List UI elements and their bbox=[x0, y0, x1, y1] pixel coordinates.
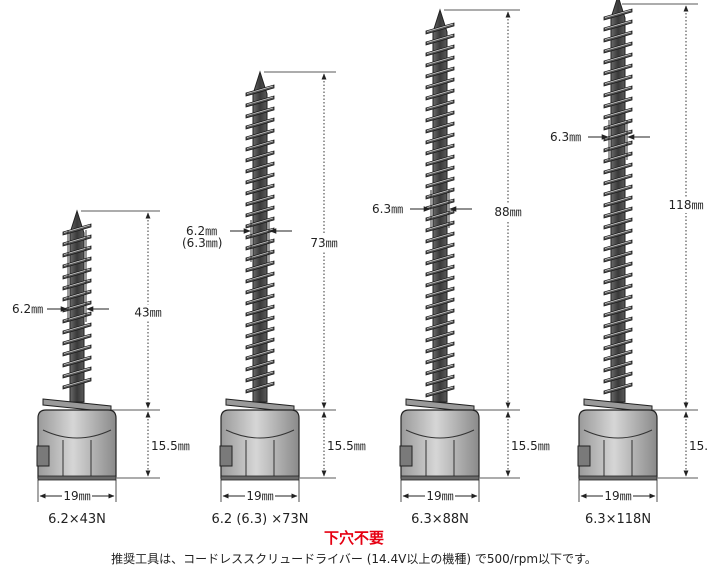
length-label: 88㎜ bbox=[494, 205, 521, 219]
screw-1: 6.2㎜ 43㎜ 15.5㎜ 19㎜ 6.2×43N bbox=[12, 209, 196, 527]
shank-diameter-label: 6.2㎜ bbox=[12, 302, 43, 316]
length-label: 118㎜ bbox=[669, 198, 704, 212]
length-label: 43㎜ bbox=[134, 306, 161, 320]
screw-hex-head bbox=[219, 409, 300, 481]
screw-model-name: 6.3×88N bbox=[411, 512, 469, 527]
screw-hex-head bbox=[577, 409, 658, 481]
screw-threads bbox=[425, 22, 455, 398]
screw-threads bbox=[603, 8, 633, 395]
screw-3: 6.3㎜ 88㎜ 15.5㎜ 19㎜ 6.3×88N bbox=[372, 8, 556, 527]
shank-diameter-label: 6.3㎜ bbox=[372, 202, 403, 216]
head-height-label: 15.5㎜ bbox=[327, 439, 366, 453]
head-width-label: 19㎜ bbox=[604, 489, 631, 503]
head-height-label: 15.5㎜ bbox=[689, 439, 708, 453]
length-label: 73㎜ bbox=[310, 236, 337, 250]
screw-2: 6.2㎜(6.3㎜) 73㎜ 15.5㎜ 19㎜ 6.2 (6.3) ×73N bbox=[182, 70, 372, 527]
no-pilot-hole-note: 下穴不要 bbox=[323, 529, 384, 547]
screw-threads bbox=[245, 84, 275, 394]
screw-4: 6.3㎜ 118㎜ 15.5㎜ 19㎜ 6.3×118N bbox=[550, 0, 708, 527]
shank-diameter-label: 6.3㎜ bbox=[550, 130, 581, 144]
screw-model-name: 6.3×118N bbox=[585, 512, 651, 527]
head-height-label: 15.5㎜ bbox=[151, 439, 190, 453]
head-width-label: 19㎜ bbox=[63, 489, 90, 503]
shank-diameter-label: 6.2㎜ bbox=[186, 224, 217, 238]
head-width-label: 19㎜ bbox=[426, 489, 453, 503]
screw-model-name: 6.2 (6.3) ×73N bbox=[212, 512, 309, 527]
recommended-tool-note: 推奨工具は、コードレススクリュードライバー (14.4V以上の機種) で500/… bbox=[111, 552, 597, 566]
head-height-label: 15.5㎜ bbox=[511, 439, 550, 453]
screw-hex-head bbox=[36, 409, 117, 481]
shank-diameter-alt-label: (6.3㎜) bbox=[182, 236, 222, 250]
head-width-label: 19㎜ bbox=[246, 489, 273, 503]
screw-hex-head bbox=[399, 409, 480, 481]
screw-model-name: 6.2×43N bbox=[48, 512, 106, 527]
